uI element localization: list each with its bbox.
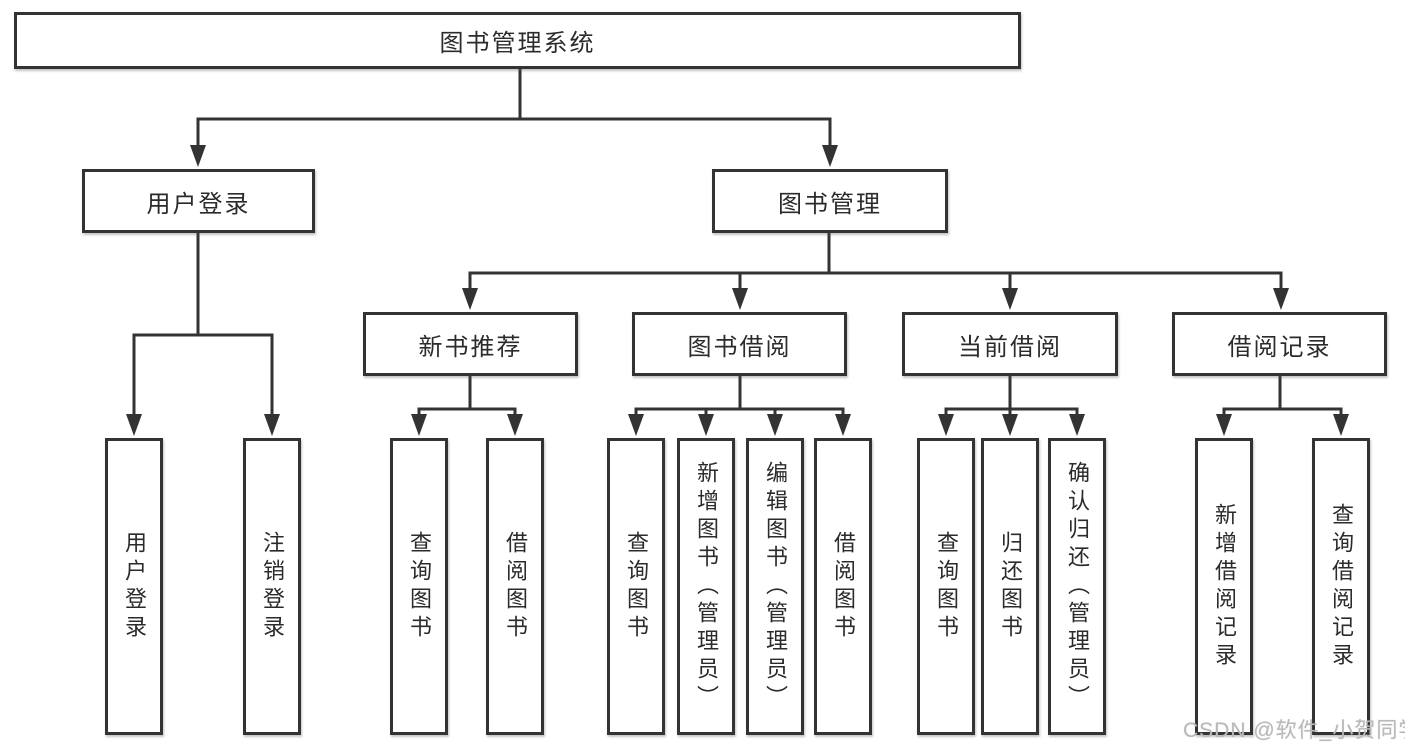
leaf-bb-edit-books: 编辑图书（管理员） <box>746 438 804 735</box>
arrowhead-icon <box>698 414 714 436</box>
leaf-bb-borrow-books: 借阅图书 <box>814 438 872 735</box>
leaf-br-query-record: 查询借阅记录 <box>1312 438 1370 735</box>
arrowhead-icon <box>1216 414 1232 436</box>
leaf-cb-query-books: 查询图书 <box>917 438 975 735</box>
leaf-br-add-record: 新增借阅记录 <box>1195 438 1253 735</box>
arrowhead-icon <box>126 414 142 436</box>
leaf-nb-query-books: 查询图书 <box>390 438 448 735</box>
arrowhead-icon <box>1002 414 1018 436</box>
leaf-bb-query-books: 查询图书 <box>607 438 665 735</box>
arrowhead-icon <box>462 288 478 310</box>
arrowhead-icon <box>822 145 838 167</box>
arrowhead-icon <box>507 414 523 436</box>
arrowhead-icon <box>732 288 748 310</box>
leaf-cb-return-books: 归还图书 <box>981 438 1039 735</box>
arrowhead-icon <box>1273 288 1289 310</box>
arrowhead-icon <box>1333 414 1349 436</box>
arrowhead-icon <box>1002 288 1018 310</box>
watermark: CSDN @软件_小贺同学 <box>1183 719 1405 742</box>
node-user-login: 用户登录 <box>82 169 315 233</box>
leaf-user-login: 用户登录 <box>105 438 163 735</box>
node-borrow-records: 借阅记录 <box>1172 312 1387 376</box>
arrowhead-icon <box>1069 414 1085 436</box>
node-book-management: 图书管理 <box>712 169 948 233</box>
arrowhead-icon <box>411 414 427 436</box>
leaf-cb-confirm-return: 确认归还（管理员） <box>1048 438 1106 735</box>
arrowhead-icon <box>628 414 644 436</box>
leaf-bb-add-books: 新增图书（管理员） <box>677 438 735 735</box>
node-current-borrow: 当前借阅 <box>902 312 1118 376</box>
leaf-nb-borrow-books: 借阅图书 <box>486 438 544 735</box>
arrowhead-icon <box>264 414 280 436</box>
node-book-borrow: 图书借阅 <box>632 312 847 376</box>
arrowhead-icon <box>767 414 783 436</box>
arrowhead-icon <box>938 414 954 436</box>
node-new-book-recommend: 新书推荐 <box>363 312 578 376</box>
node-root: 图书管理系统 <box>14 12 1021 69</box>
leaf-logout: 注销登录 <box>243 438 301 735</box>
arrowhead-icon <box>835 414 851 436</box>
arrowhead-icon <box>190 145 206 167</box>
